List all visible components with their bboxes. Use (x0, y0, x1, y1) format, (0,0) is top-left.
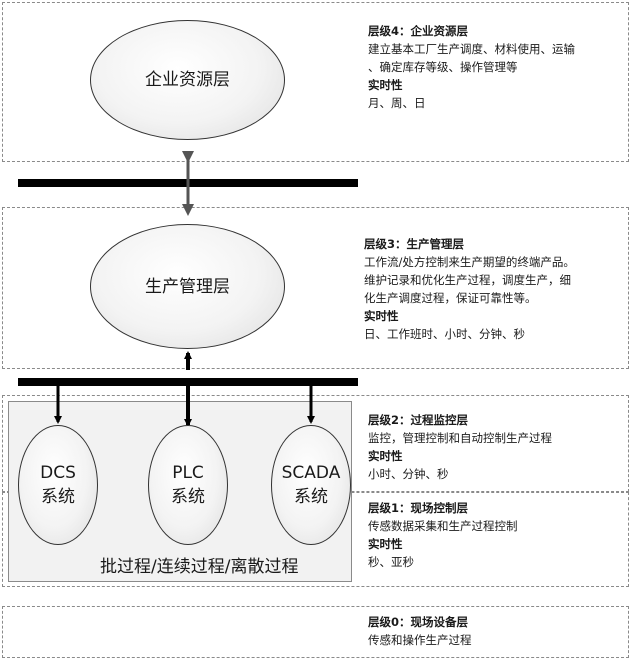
layer-4-realtime-heading: 实时性 (368, 78, 403, 92)
layer-3-realtime-value: 日、工作班时、小时、分钟、秒 (364, 327, 525, 341)
layer-1-heading: 层级1：现场控制层 (368, 501, 469, 515)
layer-2-desc: 层级2：过程监控层 监控，管理控制和自动控制生产过程 实时性 小时、分钟、秒 (368, 411, 552, 483)
node-production-management-label: 生产管理层 (145, 276, 230, 297)
layer-2-realtime-value: 小时、分钟、秒 (368, 467, 449, 481)
layer-0-line-1: 传感和操作生产过程 (368, 633, 472, 647)
layer-3-line-1: 工作流/处方控制来生产期望的终端产品。 (364, 255, 575, 269)
layer-3-box (2, 207, 629, 369)
layer-1-realtime-value: 秒、亚秒 (368, 555, 414, 569)
layer-4-desc: 层级4：企业资源层 建立基本工厂生产调度、材料使用、运输 、确定库存等级、操作管… (368, 22, 575, 112)
node-enterprise-resource-label: 企业资源层 (145, 70, 230, 90)
layer-0-box (2, 606, 629, 658)
layer-3-realtime-heading: 实时性 (364, 309, 399, 323)
node-enterprise-resource: 企业资源层 (90, 20, 285, 140)
layer-4-box (2, 2, 629, 162)
node-production-management: 生产管理层 (90, 224, 285, 349)
node-dcs-label-1: DCS (40, 463, 76, 483)
layer-3-heading: 层级3：生产管理层 (364, 237, 465, 251)
layer-0-heading: 层级0：现场设备层 (368, 615, 469, 629)
layer-2-line-1: 监控，管理控制和自动控制生产过程 (368, 431, 552, 445)
layer-1-line-1: 传感数据采集和生产过程控制 (368, 519, 518, 533)
layer-0-desc: 层级0：现场设备层 传感和操作生产过程 (368, 613, 472, 649)
layer-1-desc: 层级1：现场控制层 传感数据采集和生产过程控制 实时性 秒、亚秒 (368, 499, 518, 571)
layer-2-realtime-heading: 实时性 (368, 449, 403, 463)
node-scada-label-2: 系统 (294, 487, 328, 507)
layer-4-realtime-value: 月、周、日 (368, 96, 426, 110)
layer-3-line-2: 维护记录和优化生产过程，调度生产，细 (364, 273, 571, 287)
node-plc: PLC 系统 (148, 425, 228, 545)
layer-2-heading: 层级2：过程监控层 (368, 413, 469, 427)
layer-4-line-1: 建立基本工厂生产调度、材料使用、运输 (368, 42, 575, 56)
node-plc-label-1: PLC (172, 463, 204, 483)
layer-4-line-2: 、确定库存等级、操作管理等 (368, 60, 518, 74)
layer-3-line-3: 化生产调度过程，保证可靠性等。 (364, 291, 537, 305)
node-dcs-label-2: 系统 (40, 487, 75, 507)
layer-1-realtime-heading: 实时性 (368, 537, 403, 551)
layer-3-desc: 层级3：生产管理层 工作流/处方控制来生产期望的终端产品。 维护记录和优化生产过… (364, 235, 575, 343)
node-scada-label-1: SCADA (281, 463, 341, 483)
node-dcs: DCS 系统 (18, 425, 98, 545)
controller-group-label: 批过程/连续过程/离散过程 (100, 557, 299, 577)
layer-4-heading: 层级4：企业资源层 (368, 24, 469, 38)
node-plc-label-2: 系统 (171, 487, 205, 507)
node-scada: SCADA 系统 (271, 425, 351, 545)
